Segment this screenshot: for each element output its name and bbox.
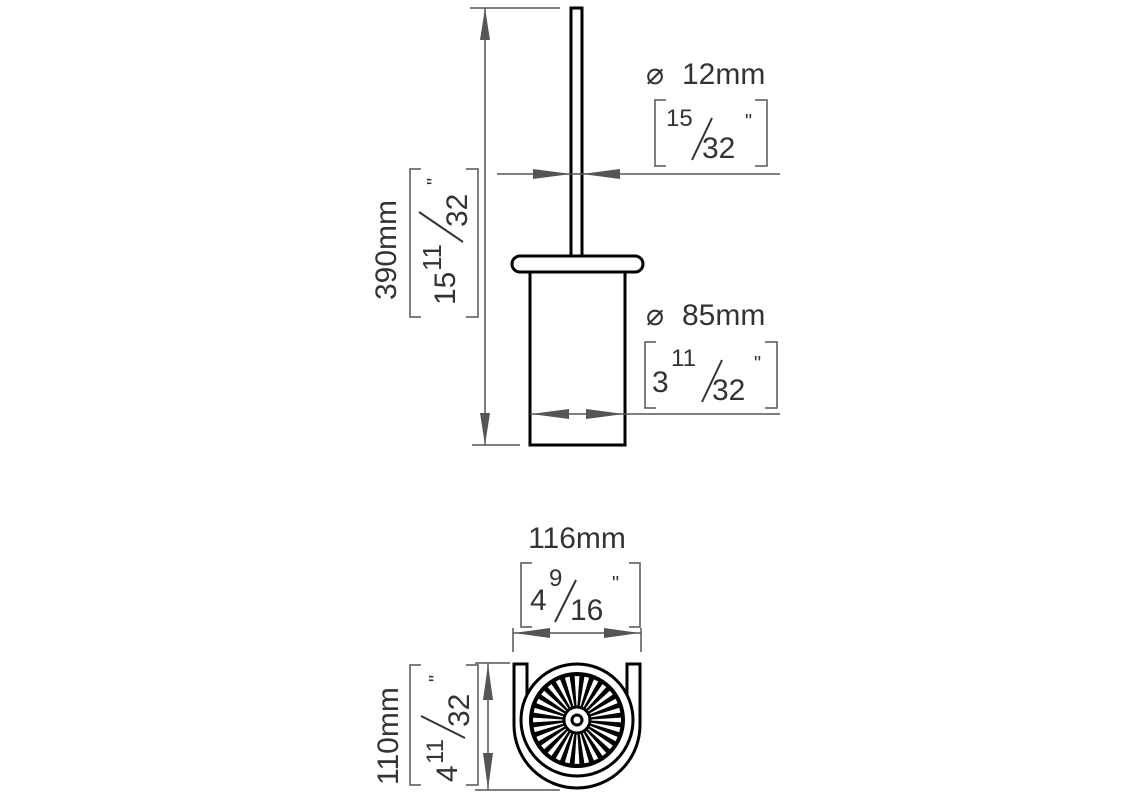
top-view: 116mm 4 9 16 " 110mm 4 11 32 " bbox=[372, 522, 642, 791]
height-inch-numerator: 11 bbox=[417, 244, 447, 271]
side-view: 390mm 15 11 32 " ⌀ 12mm 15 32 " bbox=[370, 6, 780, 447]
bristle bbox=[587, 728, 613, 750]
bristle bbox=[582, 732, 599, 761]
body-diameter-mm-label: 85mm bbox=[682, 299, 765, 332]
brush-handle-rod bbox=[569, 6, 584, 260]
bristle bbox=[536, 698, 565, 715]
bristle bbox=[579, 676, 590, 707]
body-inch-denominator: 32 bbox=[712, 374, 745, 407]
bristle bbox=[541, 728, 567, 750]
bristle bbox=[555, 732, 572, 761]
width-inch-mark: " bbox=[612, 573, 619, 595]
bristle bbox=[587, 690, 613, 712]
depth-inch-numerator: 11 bbox=[422, 739, 449, 764]
rod-diameter-dimension: ⌀ 12mm 15 32 " bbox=[497, 58, 780, 179]
bristle bbox=[579, 733, 590, 764]
rod-inch-mark: " bbox=[745, 111, 752, 133]
bristle bbox=[533, 707, 564, 718]
height-inch-denominator: 32 bbox=[441, 194, 474, 227]
bristle bbox=[590, 717, 621, 723]
bristle bbox=[533, 717, 564, 723]
bristle bbox=[590, 722, 621, 733]
body-inch-numerator: 11 bbox=[671, 345, 696, 372]
bristle bbox=[585, 684, 607, 710]
bristle bbox=[533, 722, 564, 733]
bristle bbox=[564, 676, 575, 707]
bristle bbox=[589, 725, 618, 742]
body-inch-mark: " bbox=[754, 353, 761, 375]
bristle bbox=[564, 733, 575, 764]
width-mm-label: 116mm bbox=[528, 522, 626, 555]
depth-mm-label: 110mm bbox=[372, 687, 405, 785]
depth-inch-denominator: 32 bbox=[443, 694, 476, 727]
body-inch-whole: 3 bbox=[652, 366, 669, 399]
rod-diameter-mm-label: 12mm bbox=[682, 58, 765, 91]
bristle bbox=[589, 698, 618, 715]
bristle bbox=[590, 707, 621, 718]
bristle bbox=[574, 676, 580, 707]
brush-bristles bbox=[533, 676, 621, 764]
rod-diameter-symbol: ⌀ bbox=[646, 58, 664, 91]
height-inch-whole: 15 bbox=[429, 272, 462, 305]
bristle bbox=[541, 690, 567, 712]
bristle bbox=[536, 725, 565, 742]
bristle bbox=[547, 684, 569, 710]
width-dimension: 116mm 4 9 16 " bbox=[512, 522, 642, 652]
body-diameter-dimension: ⌀ 85mm 3 11 32 " bbox=[530, 299, 780, 419]
height-inch-mark: " bbox=[424, 178, 446, 185]
rod-inch-numerator: 15 bbox=[666, 105, 693, 132]
bristle bbox=[585, 730, 607, 756]
width-inch-denominator: 16 bbox=[570, 594, 603, 627]
width-inch-whole: 4 bbox=[530, 584, 547, 617]
bristle bbox=[574, 733, 580, 764]
depth-inch-whole: 4 bbox=[431, 765, 464, 782]
bristle bbox=[555, 679, 572, 708]
bristle bbox=[582, 679, 599, 708]
bristle bbox=[547, 730, 569, 756]
width-inch-numerator: 9 bbox=[549, 565, 562, 592]
container-lid-rim bbox=[510, 254, 645, 274]
body-diameter-symbol: ⌀ bbox=[646, 299, 664, 332]
depth-inch-mark: " bbox=[426, 675, 448, 682]
height-dimension: 390mm 15 11 32 " bbox=[370, 7, 560, 446]
brush-container-body bbox=[528, 268, 627, 447]
height-mm-label: 390mm bbox=[370, 200, 403, 300]
depth-dimension: 110mm 4 11 32 " bbox=[372, 662, 560, 791]
rod-inch-denominator: 32 bbox=[702, 132, 735, 165]
